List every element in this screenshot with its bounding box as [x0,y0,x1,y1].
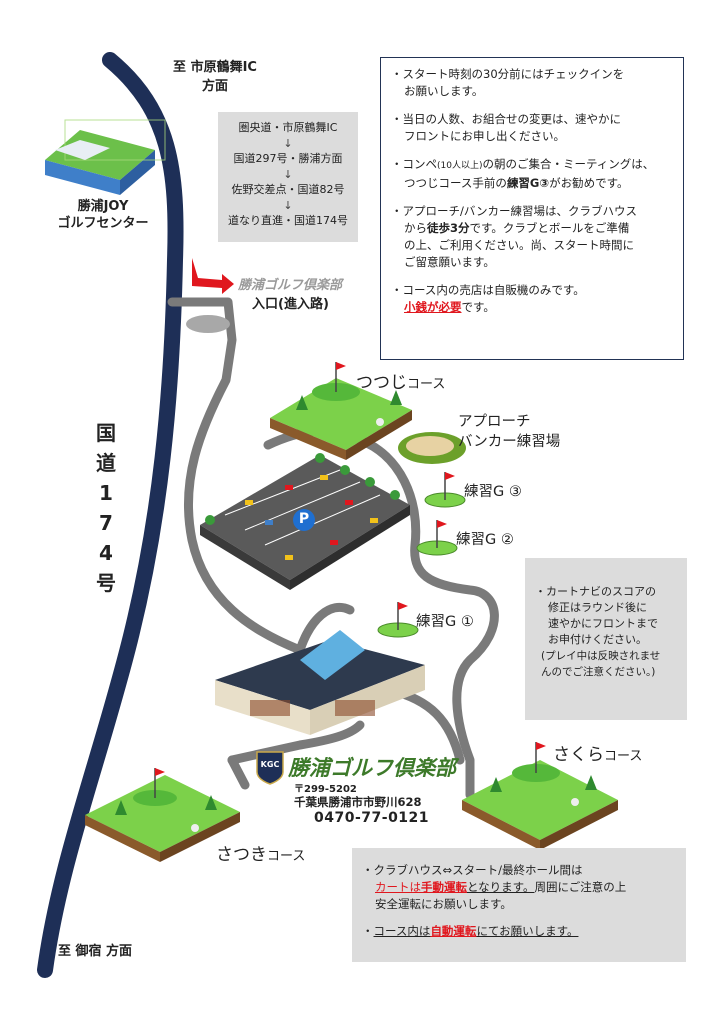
tsutsuji-course-label: つつじコース [356,373,446,393]
practice-green-2 [416,520,458,556]
direction-north-line1: 至 市原鶴舞IC [173,60,257,75]
note-competition: ・コンペ(10人以上)の朝のご集合・ミーティングは、 つつじコース手前の練習G③… [391,157,655,190]
parking-icon: P [298,511,310,527]
note-auto-driving: ・コース内は自動運転にてお願いします。 [362,924,579,938]
joy-label-line2: ゴルフセンター [57,216,149,231]
highway-char: 1 [99,481,113,505]
route-step: 道なり直進・国道174号 [228,214,348,227]
practice-g2-label: 練習G ② [456,532,514,548]
sakura-course-label: さくらコース [553,745,643,765]
clubhouse-illustration [215,630,425,735]
club-zip: 〒299-5202 [294,784,357,795]
highway-char: 7 [99,511,113,535]
parking-lot-illustration [200,453,410,590]
highway-174 [37,52,184,978]
approach-bunker-label: アプローチ バンカー練習場 [458,414,561,450]
satsuki-course-label: さつきコース [216,845,306,865]
route-step: 佐野交差点・国道82号 [231,183,345,196]
highway-174-label: 国 道 1 7 4 号 [96,418,116,598]
club-logo-icon [256,751,284,785]
club-name: 勝浦ゴルフ倶楽部 [288,755,456,780]
route-instructions-box: 圏央道・市原鶴舞IC ↓ 国道297号・勝浦方面 ↓ 佐野交差点・国道82号 ↓… [218,112,358,242]
club-phone: 0470-77-0121 [314,810,430,826]
satsuki-course-block [85,768,240,862]
joy-golf-center-label: 勝浦JOY ゴルフセンター [38,198,168,232]
down-arrow-icon: ↓ [283,136,293,150]
direction-north-label: 至 市原鶴舞IC 方面 [150,58,280,96]
direction-north-line2: 方面 [201,79,228,94]
practice-g3-label: 練習G ③ [464,484,522,500]
practice-g1-label: 練習G ① [416,614,474,630]
down-arrow-icon: ↓ [283,167,293,181]
route-step: 国道297号・勝浦方面 [233,152,343,165]
note-approach: ・アプローチ/バンカー練習場は、クラブハウス から徒歩3分です。クラブとボールを… [391,204,637,269]
highway-char: 道 [96,451,116,475]
highway-char: 国 [96,421,116,445]
joy-golf-center-illustration [45,119,166,195]
route-step: 圏央道・市原鶴舞IC [238,121,338,134]
highway-char: 4 [99,541,113,565]
club-address: 千葉県勝浦市市野川628 [294,795,422,809]
entrance-arrow [192,258,234,294]
direction-south-label: 至 御宿 方面 [58,944,133,959]
approach-bunker-block [398,432,466,464]
note-manual-driving: ・クラブハウス⇔スタート/最終ホール間は カートは手動運転となります。周囲にご注… [362,863,627,911]
notes-box: ・スタート時刻の30分前にはチェックインを お願いします。 ・当日の人数、お組合… [380,57,684,360]
entrance-gate-shape [186,315,230,333]
down-arrow-icon: ↓ [283,198,293,212]
sakura-course-block [462,742,618,850]
note-checkin: ・スタート時刻の30分前にはチェックインを お願いします。 [391,67,625,98]
entrance-club-name: 勝浦ゴルフ倶楽部 [238,278,343,293]
highway-char: 号 [96,571,116,595]
note-shop: ・コース内の売店は自販機のみです。 小銭が必要です。 [391,283,585,314]
note-changes: ・当日の人数、お組合せの変更は、速やかに フロントにお申し出ください。 [391,112,621,143]
cart-navi-note-box: ・カートナビのスコアの 修正はラウンド後に 速やかにフロントまで お申付けくださ… [525,558,687,720]
joy-label-line1: 勝浦JOY [77,199,129,214]
practice-green-1 [377,602,419,638]
cart-driving-note-box: ・クラブハウス⇔スタート/最終ホール間は カートは手動運転となります。周囲にご注… [352,848,686,962]
club-logo-text: KGC [260,760,280,769]
practice-green-3 [424,472,466,508]
tsutsuji-course-block [270,362,412,460]
entrance-label: 入口(進入路) [252,297,329,312]
